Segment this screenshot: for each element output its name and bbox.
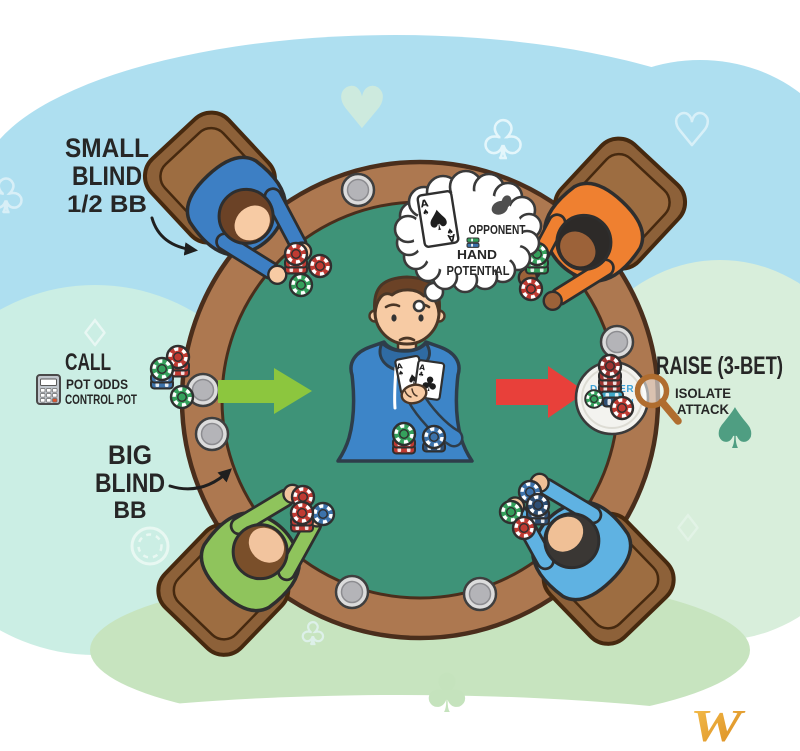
diamond-icon: ♦ — [80, 314, 110, 354]
bicep-icon — [491, 195, 512, 215]
magnifier-icon — [634, 373, 682, 425]
svg-text:♠: ♠ — [423, 202, 453, 239]
red-arrow-raise — [496, 366, 586, 418]
spade-icon: ♠ — [710, 397, 760, 462]
diamond-icon: ♦ — [673, 509, 703, 549]
club-icon: ♣ — [480, 111, 527, 171]
hoodie-drawstring — [393, 366, 398, 410]
heart-icon: ♥ — [672, 105, 711, 156]
svg-text:BB: BB — [114, 497, 147, 524]
svg-text:♠: ♠ — [446, 227, 454, 237]
svg-text:BIG: BIG — [108, 440, 152, 470]
calculator-icon — [36, 374, 61, 405]
svg-text:POT ODDS: POT ODDS — [66, 376, 128, 392]
svg-text:CONTROL POT: CONTROL POT — [65, 391, 137, 407]
heart-icon: ♥ — [336, 74, 388, 142]
svg-text:♠: ♠ — [397, 369, 404, 378]
svg-text:A: A — [396, 361, 404, 371]
big-blind-label: BIG BLIND BB — [95, 440, 165, 524]
cup-holder — [340, 172, 376, 208]
hero-player: A ♠ ♠ A ♣ ♣ — [336, 275, 474, 463]
cup-holder — [334, 574, 370, 610]
big-blind-pointer-arrow — [168, 468, 232, 491]
ace-of-spades-card: A ♠ ♠ ♠ A — [416, 190, 460, 248]
svg-text:A: A — [419, 363, 426, 373]
svg-text:RAISE (3-BET): RAISE (3-BET) — [656, 352, 783, 380]
thought-bubble: A ♠ ♠ ♠ A OPPONENT HAND POTENTIAL — [393, 169, 543, 313]
chip-outline-icon — [130, 526, 170, 566]
svg-text:A: A — [447, 231, 457, 243]
raise-label: RAISE (3-BET) ISOLATE ATTACK — [656, 352, 783, 417]
dealer-button: DEALER BUTTON — [574, 353, 682, 436]
call-label: CALL POT ODDS CONTROL POT — [36, 349, 137, 407]
svg-text:ISOLATE: ISOLATE — [675, 385, 731, 401]
svg-text:1/2 BB: 1/2 BB — [67, 191, 147, 218]
cup-holder — [194, 416, 230, 452]
logo-w: W — [690, 700, 746, 751]
cup-holder — [599, 324, 635, 360]
bubble-word-potential: POTENTIAL — [447, 263, 510, 278]
small-blind-pointer-arrow — [150, 216, 199, 256]
svg-text:SMALL: SMALL — [65, 133, 149, 163]
svg-text:A: A — [420, 198, 430, 210]
bubble-word-hand: HAND — [457, 247, 497, 262]
small-blind-label: SMALL BLIND 1/2 BB — [65, 133, 149, 218]
svg-text:CALL: CALL — [65, 349, 111, 376]
svg-text:ATTACK: ATTACK — [677, 401, 729, 417]
svg-text:BLIND: BLIND — [95, 468, 165, 498]
club-icon: ♣ — [423, 662, 471, 725]
bubble-word-opponent: OPPONENT — [469, 222, 526, 237]
svg-text:♠: ♠ — [422, 207, 430, 217]
cup-holder — [462, 576, 498, 612]
svg-text:BLIND: BLIND — [72, 161, 142, 191]
green-arrow-call — [218, 368, 312, 414]
hero-hand — [400, 383, 428, 405]
hero-head — [368, 275, 446, 346]
svg-text:♣: ♣ — [418, 370, 425, 379]
club-icon: ♣ — [300, 617, 327, 652]
chip-stack-icon — [466, 237, 480, 248]
club-icon: ♣ — [0, 169, 27, 223]
